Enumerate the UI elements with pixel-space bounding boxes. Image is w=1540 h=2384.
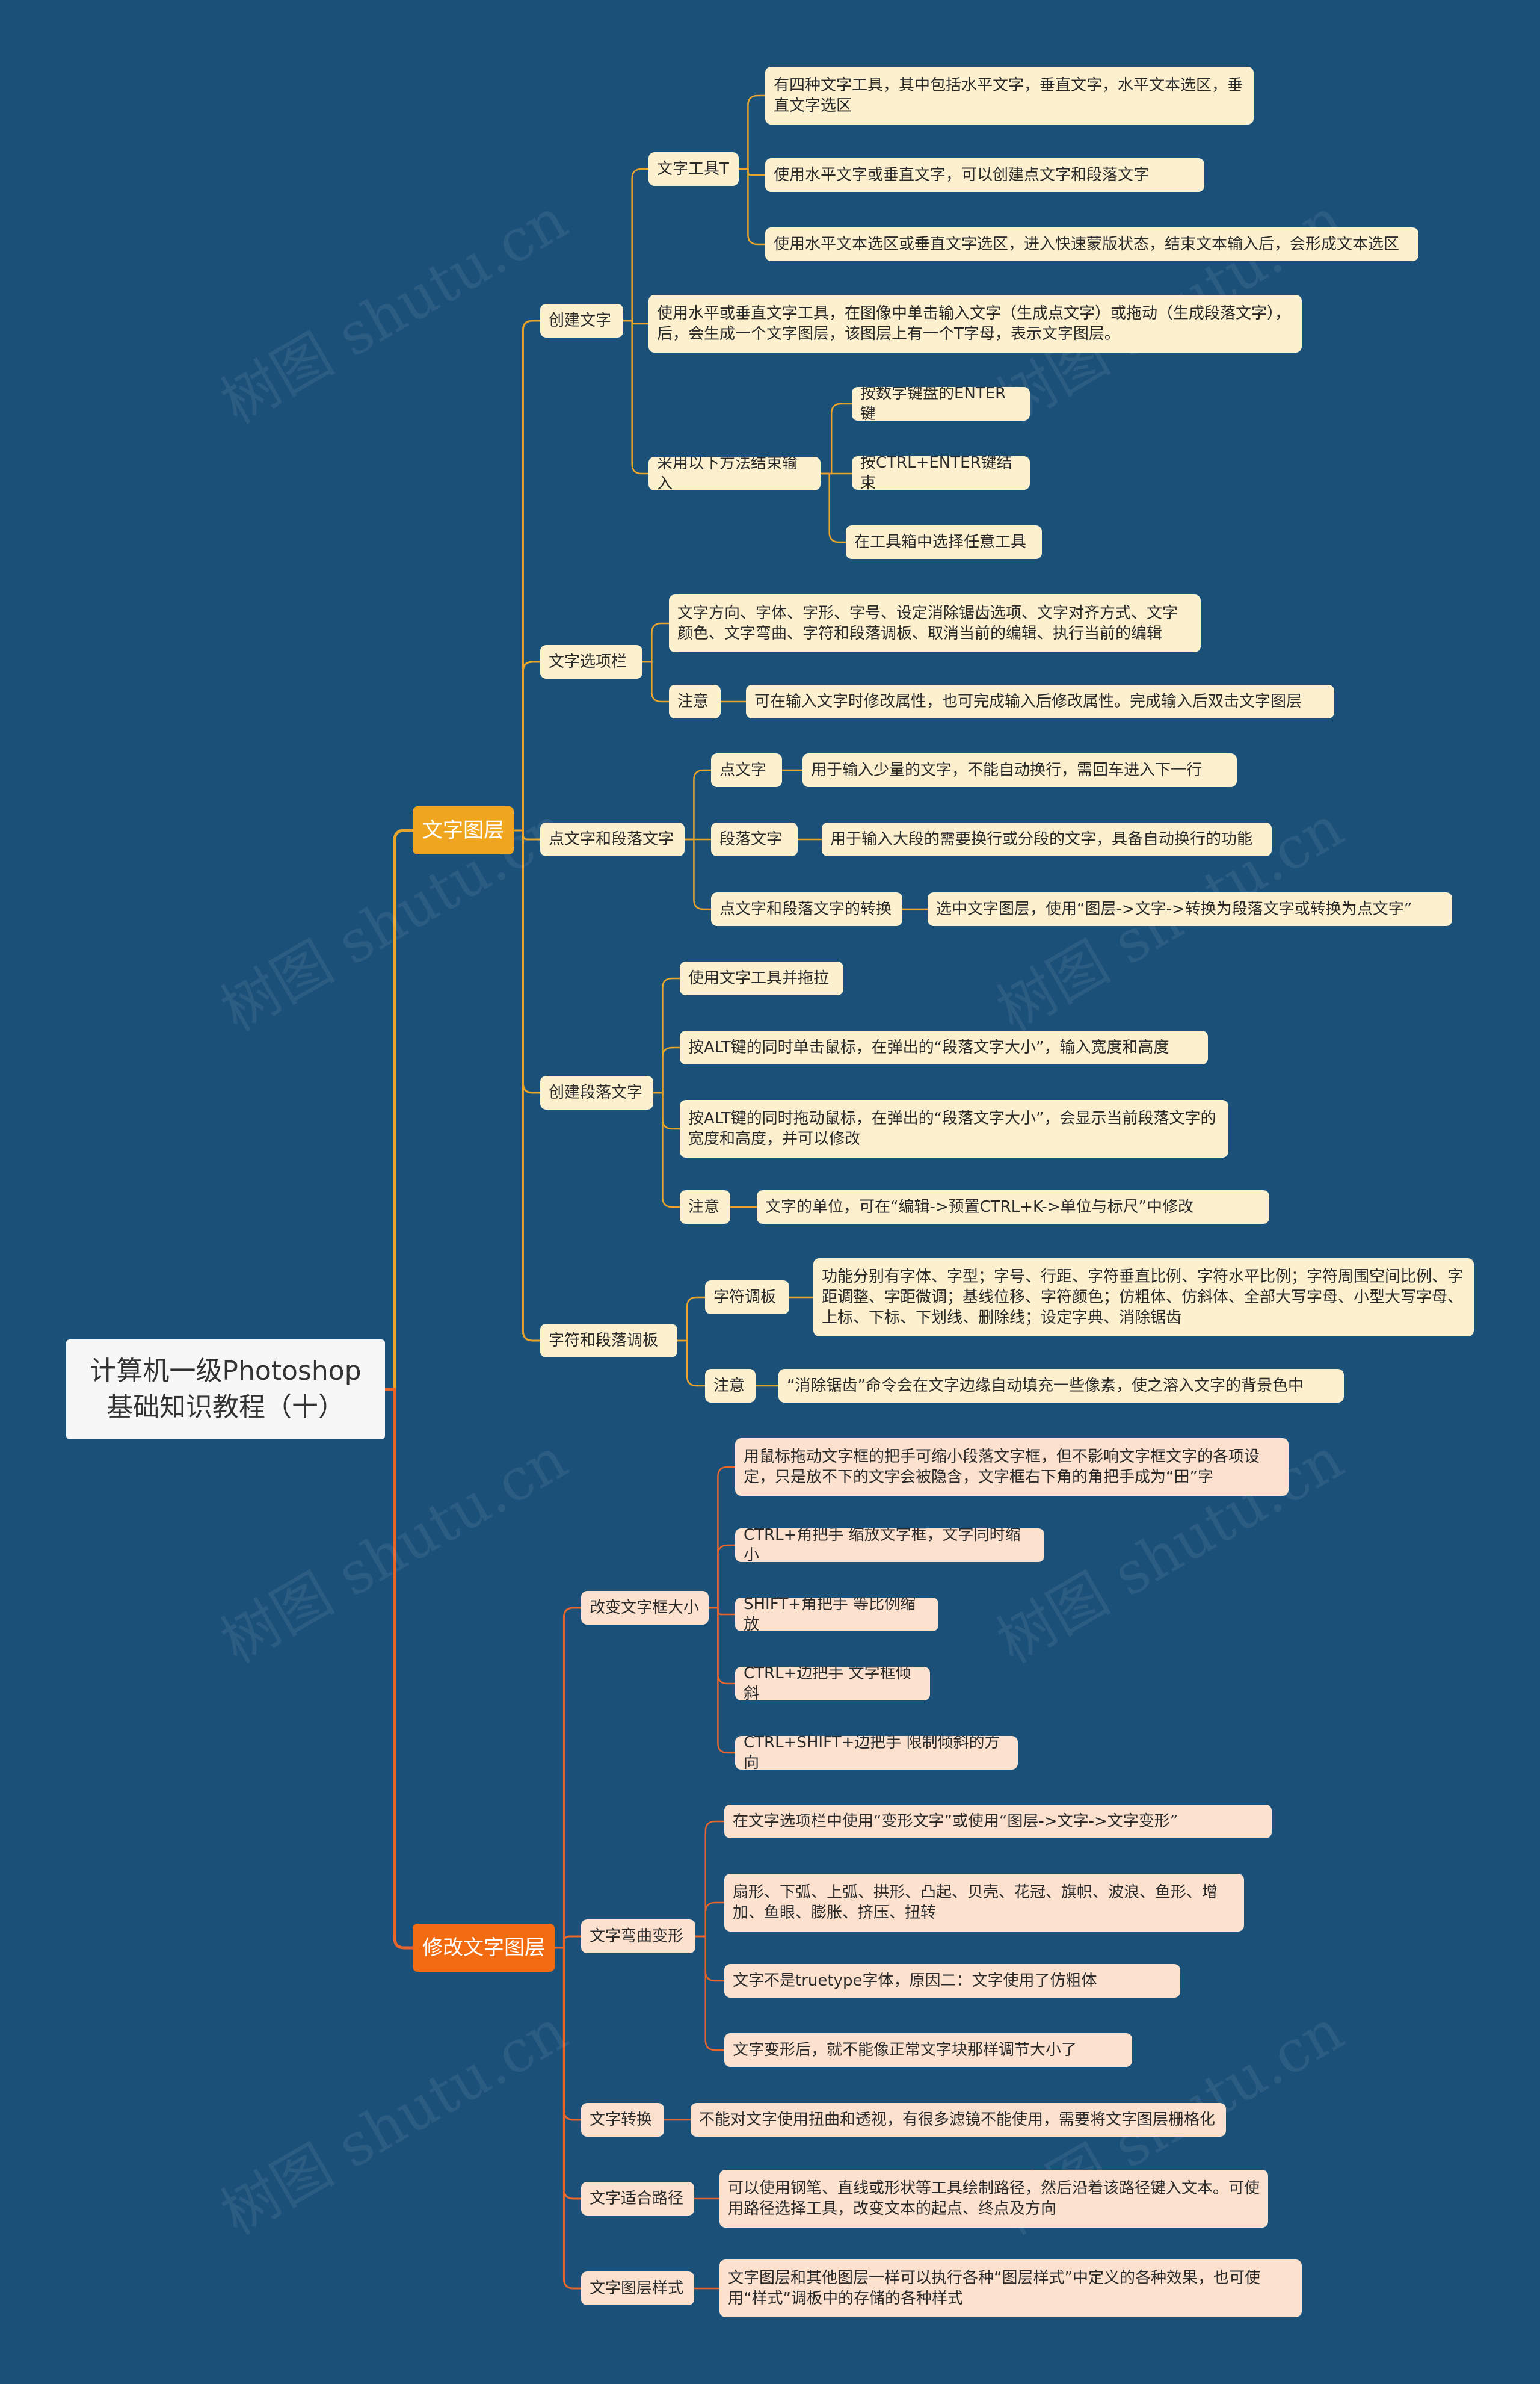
- node-options-bar-desc[interactable]: 文字方向、字体、字形、字号、设定消除锯齿选项、文字对齐方式、文字颜色、文字弯曲、…: [669, 594, 1201, 652]
- connector-line: [821, 403, 852, 475]
- connector-line: [739, 94, 765, 170]
- node-options-note-desc[interactable]: 可在输入文字时修改属性，也可完成输入后修改属性。完成输入后双击文字图层: [746, 685, 1334, 718]
- node-options-note[interactable]: 注意: [669, 685, 721, 718]
- node-point-text[interactable]: 点文字: [711, 753, 782, 787]
- connector-line: [623, 320, 648, 475]
- node-end-input[interactable]: 采用以下方法结束输入: [648, 457, 821, 490]
- node-warp-2[interactable]: 扇形、下弧、上弧、拱形、凸起、贝壳、花冠、旗帜、波浪、鱼形、增加、鱼眼、膨胀、挤…: [724, 1874, 1244, 1932]
- node-create-para-1[interactable]: 使用文字工具并拖拉: [680, 962, 843, 995]
- connector-line: [623, 168, 648, 322]
- node-char-para-panel[interactable]: 字符和段落调板: [540, 1324, 677, 1357]
- node-create-para-3[interactable]: 按ALT键的同时拖动鼠标，在弹出的“段落文字大小”，会显示当前段落文字的宽度和高…: [680, 1100, 1228, 1158]
- root-node[interactable]: 计算机一级Photoshop 基础知识教程（十）: [66, 1339, 385, 1439]
- node-warp-4[interactable]: 文字变形后，就不能像正常文字块那样调节大小了: [724, 2033, 1132, 2067]
- connector-line: [555, 1947, 581, 2121]
- node-end-input-3[interactable]: 在工具箱中选择任意工具: [846, 525, 1042, 559]
- node-transform-desc[interactable]: 不能对文字使用扭曲和透视，有很多滤镜不能使用，需要将文字图层栅格化: [691, 2103, 1226, 2137]
- connector-line: [653, 1092, 680, 1208]
- node-resize-5[interactable]: CTRL+SHIFT+边把手 限制倾斜的方向: [735, 1736, 1018, 1770]
- node-path-text-desc[interactable]: 可以使用钢笔、直线或形状等工具绘制路径，然后沿着该路径键入文本。可使用路径选择工…: [719, 2170, 1268, 2228]
- connector-line: [685, 838, 711, 910]
- node-create-text-desc[interactable]: 使用水平或垂直文字工具，在图像中单击输入文字（生成点文字）或拖动（生成段落文字）…: [648, 295, 1302, 353]
- node-warp-3[interactable]: 文字不是truetype字体，原因二：文字使用了仿粗体: [724, 1964, 1180, 1998]
- connector-line: [677, 1339, 705, 1387]
- node-text-tool-1[interactable]: 有四种文字工具，其中包括水平文字，垂直文字，水平文本选区，垂直文字选区: [765, 67, 1254, 125]
- connector-line: [695, 1901, 724, 1938]
- connector-line: [642, 622, 669, 663]
- connector-line: [709, 1607, 735, 1754]
- branch-text-layer[interactable]: 文字图层: [413, 806, 514, 854]
- connector-line: [709, 1607, 735, 1685]
- connector-line: [739, 168, 765, 246]
- connector-line: [514, 829, 540, 1342]
- connector-line: [821, 472, 846, 543]
- node-resize-2[interactable]: CTRL+角把手 缩放文字框，文字同时缩小: [735, 1528, 1044, 1562]
- node-create-para-2[interactable]: 按ALT键的同时单击鼠标，在弹出的“段落文字大小”，输入宽度和高度: [680, 1031, 1208, 1064]
- connector-line: [677, 1296, 705, 1342]
- node-create-para-note-desc[interactable]: 文字的单位，可在“编辑->预置CTRL+K->单位与标尺”中修改: [757, 1190, 1269, 1224]
- node-convert-desc[interactable]: 选中文字图层，使用“图层->文字->转换为段落文字或转换为点文字”: [928, 892, 1452, 926]
- connector-line: [709, 1607, 735, 1616]
- node-create-para[interactable]: 创建段落文字: [540, 1076, 653, 1110]
- node-create-text[interactable]: 创建文字: [540, 304, 623, 338]
- node-end-input-2[interactable]: 按CTRL+ENTER键结束: [852, 456, 1030, 490]
- node-warp[interactable]: 文字弯曲变形: [581, 1919, 695, 1953]
- node-layer-style[interactable]: 文字图层样式: [581, 2271, 694, 2305]
- node-options-bar[interactable]: 文字选项栏: [540, 645, 642, 679]
- node-char-panel-desc[interactable]: 功能分别有字体、字型；字号、行距、字符垂直比例、字符水平比例；字符周围空间比例、…: [813, 1258, 1474, 1336]
- connector-line: [555, 1607, 581, 1949]
- connector-line: [709, 1544, 735, 1609]
- node-para-text-desc[interactable]: 用于输入大段的需要换行或分段的文字，具备自动换行的功能: [822, 823, 1272, 856]
- node-text-tool-3[interactable]: 使用水平文本选区或垂直文字选区，进入快速蒙版状态，结束文本输入后，会形成文本选区: [765, 227, 1418, 261]
- node-resize[interactable]: 改变文字框大小: [581, 1591, 709, 1625]
- node-resize-3[interactable]: SHIFT+角把手 等比例缩放: [735, 1598, 938, 1631]
- connector-line: [739, 168, 765, 176]
- node-resize-1[interactable]: 用鼠标拖动文字框的把手可缩小段落文字框，但不影响文字框文字的各项设定，只是放不下…: [735, 1438, 1289, 1496]
- connector-line: [555, 1947, 581, 2200]
- node-char-panel[interactable]: 字符调板: [705, 1280, 789, 1314]
- node-point-text-desc[interactable]: 用于输入少量的文字，不能自动换行，需回车进入下一行: [802, 753, 1237, 787]
- node-layer-style-desc[interactable]: 文字图层和其他图层一样可以执行各种“图层样式”中定义的各种效果，也可使用“样式”…: [719, 2259, 1302, 2317]
- node-resize-4[interactable]: CTRL+边把手 文字框倾斜: [735, 1667, 930, 1700]
- connector-line: [385, 829, 413, 1391]
- connector-line: [555, 1947, 581, 2290]
- node-warp-1[interactable]: 在文字选项栏中使用“变形文字”或使用“图层->文字->文字变形”: [724, 1805, 1272, 1838]
- connector-line: [653, 1046, 680, 1094]
- connector-line: [695, 1935, 724, 2051]
- connector-line: [695, 1820, 724, 1938]
- node-text-tool[interactable]: 文字工具T: [648, 152, 739, 186]
- connector-line: [555, 1935, 581, 1949]
- connector-line: [385, 1388, 413, 1950]
- node-path-text[interactable]: 文字适合路径: [581, 2182, 694, 2216]
- connector-line: [653, 977, 680, 1094]
- node-char-note[interactable]: 注意: [705, 1369, 756, 1403]
- connector-line: [514, 661, 540, 832]
- connector-line: [695, 1935, 724, 1982]
- branch-modify-text-layer[interactable]: 修改文字图层: [413, 1924, 555, 1972]
- node-end-input-1[interactable]: 按数字键盘的ENTER键: [852, 387, 1030, 421]
- node-create-para-note[interactable]: 注意: [680, 1190, 730, 1224]
- connector-line: [514, 829, 540, 841]
- node-text-tool-2[interactable]: 使用水平文字或垂直文字，可以创建点文字和段落文字: [765, 158, 1204, 192]
- connector-line: [685, 769, 711, 841]
- node-point-para[interactable]: 点文字和段落文字: [540, 823, 685, 856]
- node-para-text[interactable]: 段落文字: [711, 823, 798, 856]
- node-char-note-desc[interactable]: “消除锯齿”命令会在文字边缘自动填充一些像素，使之溶入文字的背景色中: [778, 1369, 1344, 1403]
- connector-line: [514, 829, 540, 1094]
- connector-line: [514, 320, 540, 832]
- connector-line: [653, 1092, 680, 1130]
- node-convert[interactable]: 点文字和段落文字的转换: [711, 892, 902, 926]
- connector-line: [709, 1466, 735, 1609]
- node-transform[interactable]: 文字转换: [581, 2103, 664, 2137]
- connector-line: [642, 661, 669, 703]
